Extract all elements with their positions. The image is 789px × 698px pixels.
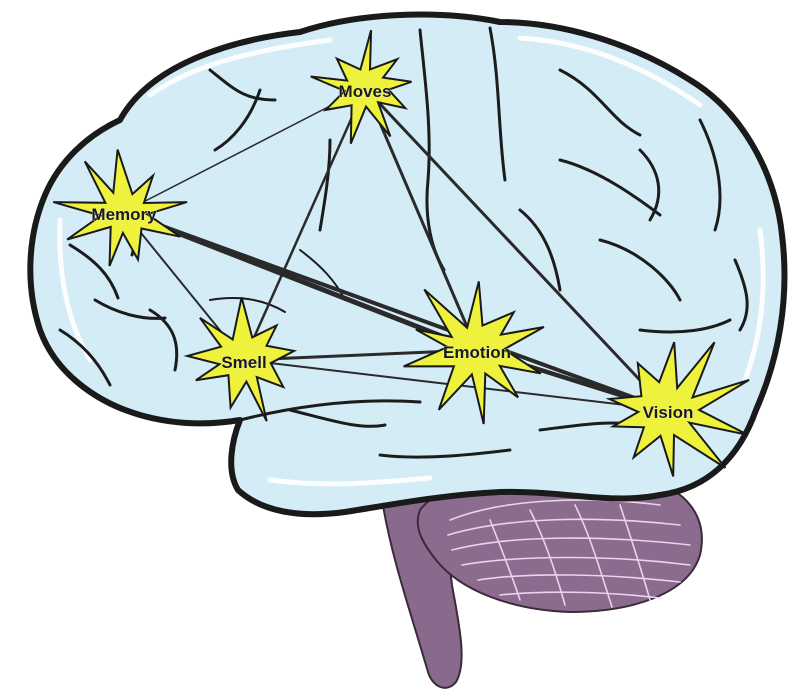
label-emotion: Emotion [443, 343, 511, 362]
label-moves: Moves [339, 82, 392, 101]
label-smell: Smell [221, 353, 266, 372]
label-vision: Vision [643, 403, 694, 422]
label-memory: Memory [91, 205, 157, 224]
